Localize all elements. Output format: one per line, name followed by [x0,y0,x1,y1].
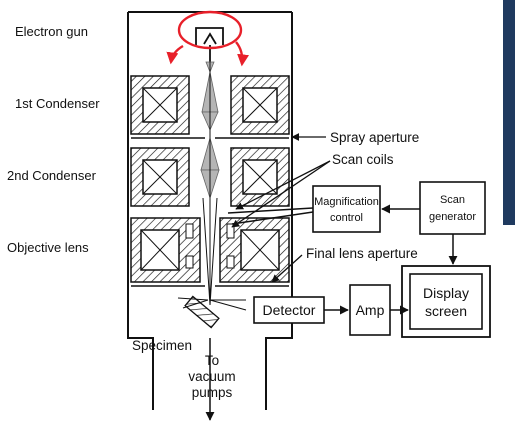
label-condenser-1: 1st Condenser [15,96,100,111]
label-scan-coils: Scan coils [332,152,394,167]
label-display-line1: Display [423,285,469,301]
objective-lens-left [130,217,201,283]
scan-generator-box [419,181,486,235]
label-scan-generator-line2: generator [429,211,476,223]
beam-lines [202,62,218,306]
label-spray-aperture: Spray aperture [330,130,419,145]
label-amp: Amp [356,302,385,318]
connections [205,204,458,421]
label-specimen: Specimen [132,338,192,353]
sidebar-bar [503,0,515,225]
label-electron-gun: Electron gun [15,24,88,39]
label-detector: Detector [263,302,316,318]
label-condenser-2: 2nd Condenser [7,168,97,183]
red-annotation [166,10,250,67]
label-magnification-line1: Magnification [314,196,379,208]
label-vacuum-line1: To [205,353,219,368]
label-final-lens-aperture: Final lens aperture [306,246,418,261]
condenser-2-left [130,147,190,207]
column-outline [127,12,293,410]
display-screen-box [401,265,491,338]
magnification-control-box [312,185,381,233]
objective-lens-right [219,217,290,283]
scattered-rays [177,297,247,311]
label-magnification-line2: control [330,212,363,224]
label-objective-lens: Objective lens [7,240,89,255]
label-display-line2: screen [425,303,467,319]
label-scan-generator-line1: Scan [440,194,465,206]
electron-gun-filament [195,27,224,62]
leader-lines [231,133,331,283]
condenser-1-left [130,75,190,135]
condenser-1-right [230,75,290,135]
label-vacuum-line3: pumps [192,385,233,400]
detector-box [253,296,325,324]
label-vacuum-line2: vacuum [188,369,235,384]
